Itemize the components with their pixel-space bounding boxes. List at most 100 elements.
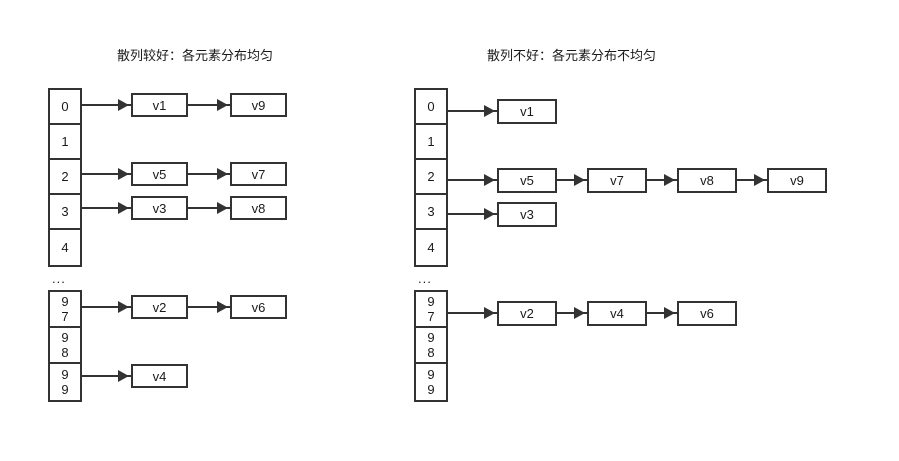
value-node-label: v1 [520, 103, 534, 119]
value-node-label: v6 [700, 305, 714, 321]
chain-connector [82, 173, 131, 175]
value-node-label: v3 [152, 200, 167, 216]
arrow-head-icon [118, 301, 129, 313]
bucket-index-label: 1 [61, 134, 69, 149]
arrow-head-icon [574, 307, 585, 319]
arrow-head-icon [754, 174, 765, 186]
value-node-v5[interactable]: v5 [131, 162, 188, 186]
value-node-v9[interactable]: v9 [767, 167, 827, 193]
value-node-v4[interactable]: v4 [587, 300, 647, 326]
value-node-label: v4 [610, 305, 624, 321]
chain-connector [557, 179, 587, 181]
bucket-cell-2[interactable]: 2 [50, 160, 80, 195]
value-node-label: v7 [251, 166, 266, 182]
arrow-head-icon [484, 307, 495, 319]
value-node-v8[interactable]: v8 [230, 196, 287, 220]
bucket-cell-99[interactable]: 99 [50, 364, 80, 400]
chain-connector [188, 104, 230, 106]
bucket-cell-3[interactable]: 3 [416, 195, 446, 230]
bucket-index-label: 0 [61, 99, 69, 114]
arrow-head-icon [484, 208, 495, 220]
arrow-head-icon [574, 174, 585, 186]
value-node-v8[interactable]: v8 [677, 167, 737, 193]
bucket-cell-0[interactable]: 0 [416, 90, 446, 125]
arrow-head-icon [664, 174, 675, 186]
bucket-array-bad-hash-bottom: 97 98 99 [414, 290, 448, 402]
arrow-head-icon [217, 99, 228, 111]
bucket-cell-97[interactable]: 97 [50, 292, 80, 328]
bucket-index-label: 98 [61, 330, 69, 360]
bucket-cell-1[interactable]: 1 [416, 125, 446, 160]
chain-connector [82, 207, 131, 209]
chain-connector [647, 179, 677, 181]
chain-connector [737, 179, 767, 181]
value-node-v7[interactable]: v7 [230, 162, 287, 186]
chain-connector [448, 312, 497, 314]
bucket-array-bad-hash-top: 0 1 2 3 4 [414, 88, 448, 267]
bucket-index-label: 3 [427, 204, 435, 219]
bucket-cell-97[interactable]: 97 [416, 292, 446, 328]
bucket-index-label: 99 [61, 367, 69, 397]
value-node-v1[interactable]: v1 [131, 93, 188, 117]
bucket-cell-1[interactable]: 1 [50, 125, 80, 160]
bucket-array-good-hash-bottom: 97 98 99 [48, 290, 82, 402]
chain-connector [448, 179, 497, 181]
bucket-index-label: 3 [61, 204, 69, 219]
bucket-cell-4[interactable]: 4 [50, 230, 80, 265]
bucket-index-label: 99 [427, 367, 435, 397]
value-node-label: v8 [700, 172, 714, 188]
value-node-v4[interactable]: v4 [131, 364, 188, 388]
chain-connector [448, 110, 497, 112]
arrow-head-icon [118, 168, 129, 180]
bucket-cell-4[interactable]: 4 [416, 230, 446, 265]
bucket-cell-98[interactable]: 98 [50, 328, 80, 364]
value-node-v3[interactable]: v3 [497, 201, 557, 227]
value-node-label: v8 [251, 200, 266, 216]
array-ellipsis: ... [418, 271, 432, 286]
value-node-v7[interactable]: v7 [587, 167, 647, 193]
bucket-cell-2[interactable]: 2 [416, 160, 446, 195]
value-node-label: v4 [152, 368, 167, 384]
value-node-v2[interactable]: v2 [131, 295, 188, 319]
value-node-label: v2 [152, 299, 167, 315]
bucket-cell-0[interactable]: 0 [50, 90, 80, 125]
bucket-cell-98[interactable]: 98 [416, 328, 446, 364]
chain-connector [82, 104, 131, 106]
value-node-v6[interactable]: v6 [677, 300, 737, 326]
value-node-label: v7 [610, 172, 624, 188]
bucket-index-label: 2 [427, 169, 435, 184]
value-node-v2[interactable]: v2 [497, 300, 557, 326]
panel-title-good-hash: 散列较好：各元素分布均匀 [116, 48, 273, 63]
value-node-label: v9 [251, 97, 266, 113]
value-node-label: v5 [152, 166, 167, 182]
arrow-head-icon [484, 105, 495, 117]
bucket-index-label: 98 [427, 330, 435, 360]
bucket-array-good-hash-top: 0 1 2 3 4 [48, 88, 82, 267]
value-node-v6[interactable]: v6 [230, 295, 287, 319]
bucket-index-label: 0 [427, 99, 435, 114]
chain-connector [188, 207, 230, 209]
arrow-head-icon [664, 307, 675, 319]
arrow-head-icon [484, 174, 495, 186]
chain-connector [647, 312, 677, 314]
value-node-label: v6 [251, 299, 266, 315]
bucket-index-label: 4 [427, 240, 435, 255]
chain-connector [557, 312, 587, 314]
value-node-v3[interactable]: v3 [131, 196, 188, 220]
bucket-index-label: 97 [427, 294, 435, 324]
value-node-v9[interactable]: v9 [230, 93, 287, 117]
arrow-head-icon [118, 370, 129, 382]
arrow-head-icon [118, 202, 129, 214]
value-node-v5[interactable]: v5 [497, 167, 557, 193]
bucket-cell-3[interactable]: 3 [50, 195, 80, 230]
value-node-label: v2 [520, 305, 534, 321]
value-node-label: v5 [520, 172, 534, 188]
bucket-cell-99[interactable]: 99 [416, 364, 446, 400]
panel-title-bad-hash: 散列不好：各元素分布不均匀 [486, 48, 656, 63]
bucket-index-label: 1 [427, 134, 435, 149]
chain-connector [82, 375, 131, 377]
value-node-v1[interactable]: v1 [497, 98, 557, 124]
arrow-head-icon [217, 168, 228, 180]
bucket-index-label: 97 [61, 294, 69, 324]
